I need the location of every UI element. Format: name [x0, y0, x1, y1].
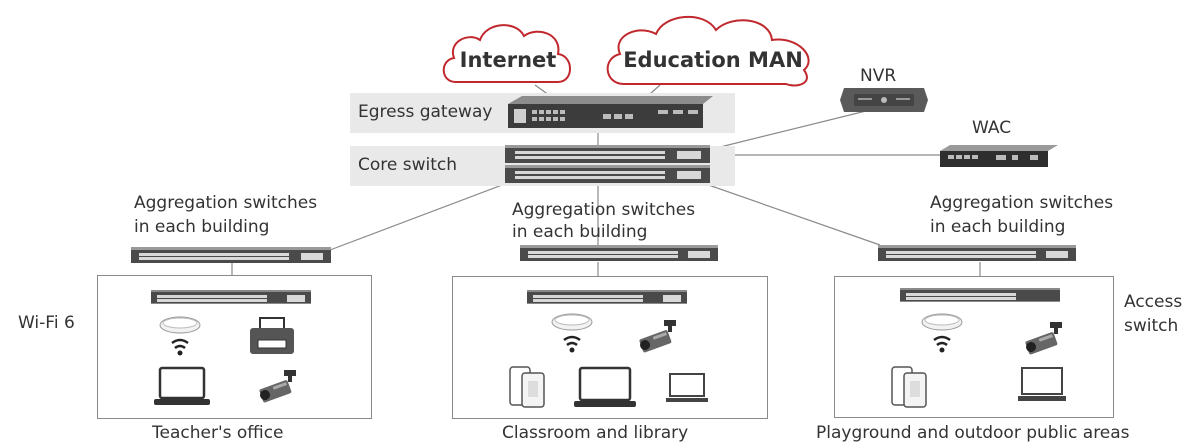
egress-gateway-label: Egress gateway	[358, 102, 493, 122]
phone-tablet-icon	[508, 365, 548, 409]
aggregation-left-line2: in each building	[134, 217, 270, 237]
aggregation-right-line2: in each building	[930, 217, 1066, 237]
nvr-label: NVR	[860, 66, 897, 86]
camera-icon	[256, 370, 300, 404]
playground-caption: Playground and outdoor public areas	[816, 423, 1130, 443]
wac-device	[940, 145, 1058, 167]
teachers-office-caption: Teacher's office	[152, 423, 284, 443]
access-switch-right	[900, 288, 1060, 302]
access-point-icon	[158, 315, 202, 361]
monitor-icon	[666, 372, 708, 404]
monitor-icon	[1018, 366, 1066, 404]
aggregation-switch-right	[878, 245, 1076, 261]
aggregation-center-line2: in each building	[512, 222, 648, 242]
access-switch-line2: switch	[1124, 316, 1179, 336]
laptop-icon	[574, 366, 636, 408]
camera-icon	[1022, 322, 1066, 356]
phone-tablet-icon	[890, 365, 930, 409]
aggregation-switch-left	[131, 247, 331, 263]
wifi6-label: Wi-Fi 6	[18, 313, 75, 333]
core-switch-device	[505, 143, 710, 185]
nvr-device	[838, 86, 930, 114]
aggregation-left-line1: Aggregation switches	[134, 193, 318, 213]
internet-label: Internet	[459, 48, 557, 72]
access-point-icon	[920, 312, 964, 358]
printer-icon	[248, 316, 296, 356]
wac-label: WAC	[972, 118, 1012, 138]
core-switch-label: Core switch	[358, 155, 458, 175]
classroom-library-caption: Classroom and library	[502, 423, 689, 443]
aggregation-switch-center	[520, 245, 718, 261]
camera-icon	[636, 320, 680, 354]
aggregation-right-line1: Aggregation switches	[930, 193, 1114, 213]
access-switch-center	[527, 290, 687, 304]
laptop-icon	[154, 366, 210, 406]
access-point-icon	[550, 312, 594, 358]
access-switch-line1: Access	[1124, 292, 1183, 312]
internet-cloud	[438, 14, 578, 94]
aggregation-center-line1: Aggregation switches	[512, 200, 696, 220]
education-man-label: Education MAN	[623, 48, 803, 72]
education-man-cloud	[600, 8, 822, 96]
access-switch-left	[151, 290, 311, 304]
egress-gateway-device	[508, 96, 713, 130]
